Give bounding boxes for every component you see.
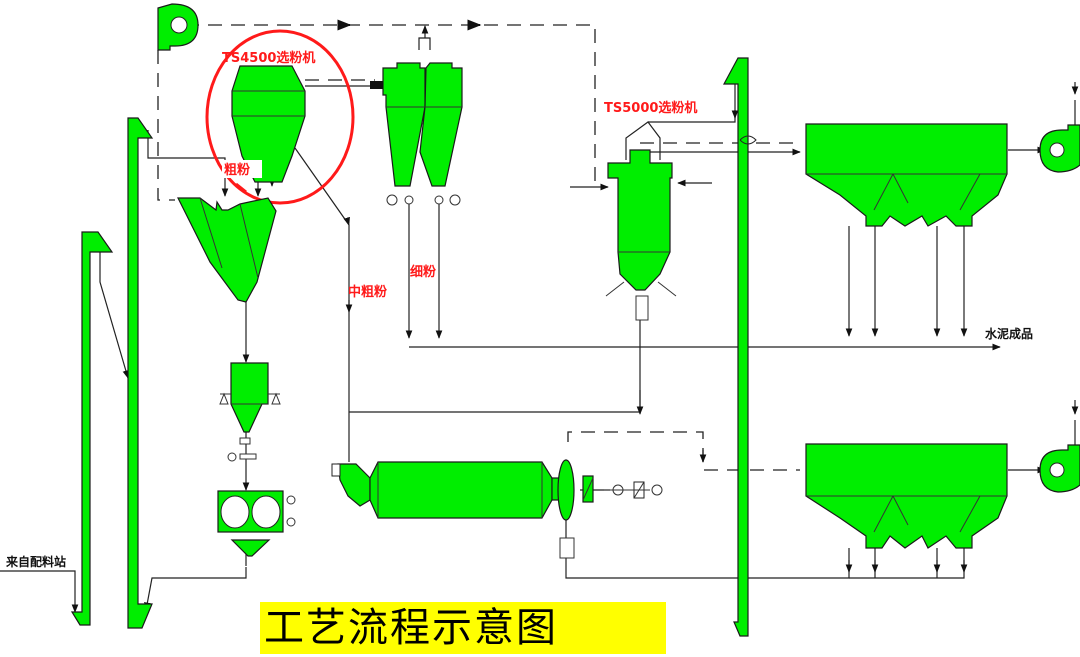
stabilizing-bin [219,362,281,462]
bucket-elevator-2 [127,117,154,629]
air-duct-lines [157,24,800,471]
ts4500-separator [231,65,306,183]
label-medium-coarse-powder: 中粗粉 [348,284,387,300]
title-banner [260,602,666,654]
bag-filter-upper [805,123,1008,227]
highlight-ring [205,29,355,205]
diagram-title: 工艺流程示意图 [264,605,558,651]
label-coarse-powder: 粗粉 [224,162,250,178]
ball-mill [331,459,663,559]
label-ts4500: TS4500选粉机 [222,50,315,66]
bucket-elevator-1 [70,231,114,626]
roller-press [217,490,296,557]
bucket-elevator-3 [722,57,757,637]
twin-cyclones [370,62,463,206]
label-ts5000: TS5000选粉机 [604,100,697,116]
label-cement-product: 水泥成品 [985,326,1033,341]
label-fine-powder: 细粉 [410,264,436,280]
v-separator [177,197,277,303]
fan-right-lower [1039,444,1080,493]
bag-filter-lower [805,443,1008,549]
fan-top-left [157,3,199,51]
ts5000-separator [605,149,677,321]
fan-right-upper [1039,124,1080,173]
label-from-batching-station: 来自配料站 [5,554,66,569]
highlight-mark [235,182,247,194]
